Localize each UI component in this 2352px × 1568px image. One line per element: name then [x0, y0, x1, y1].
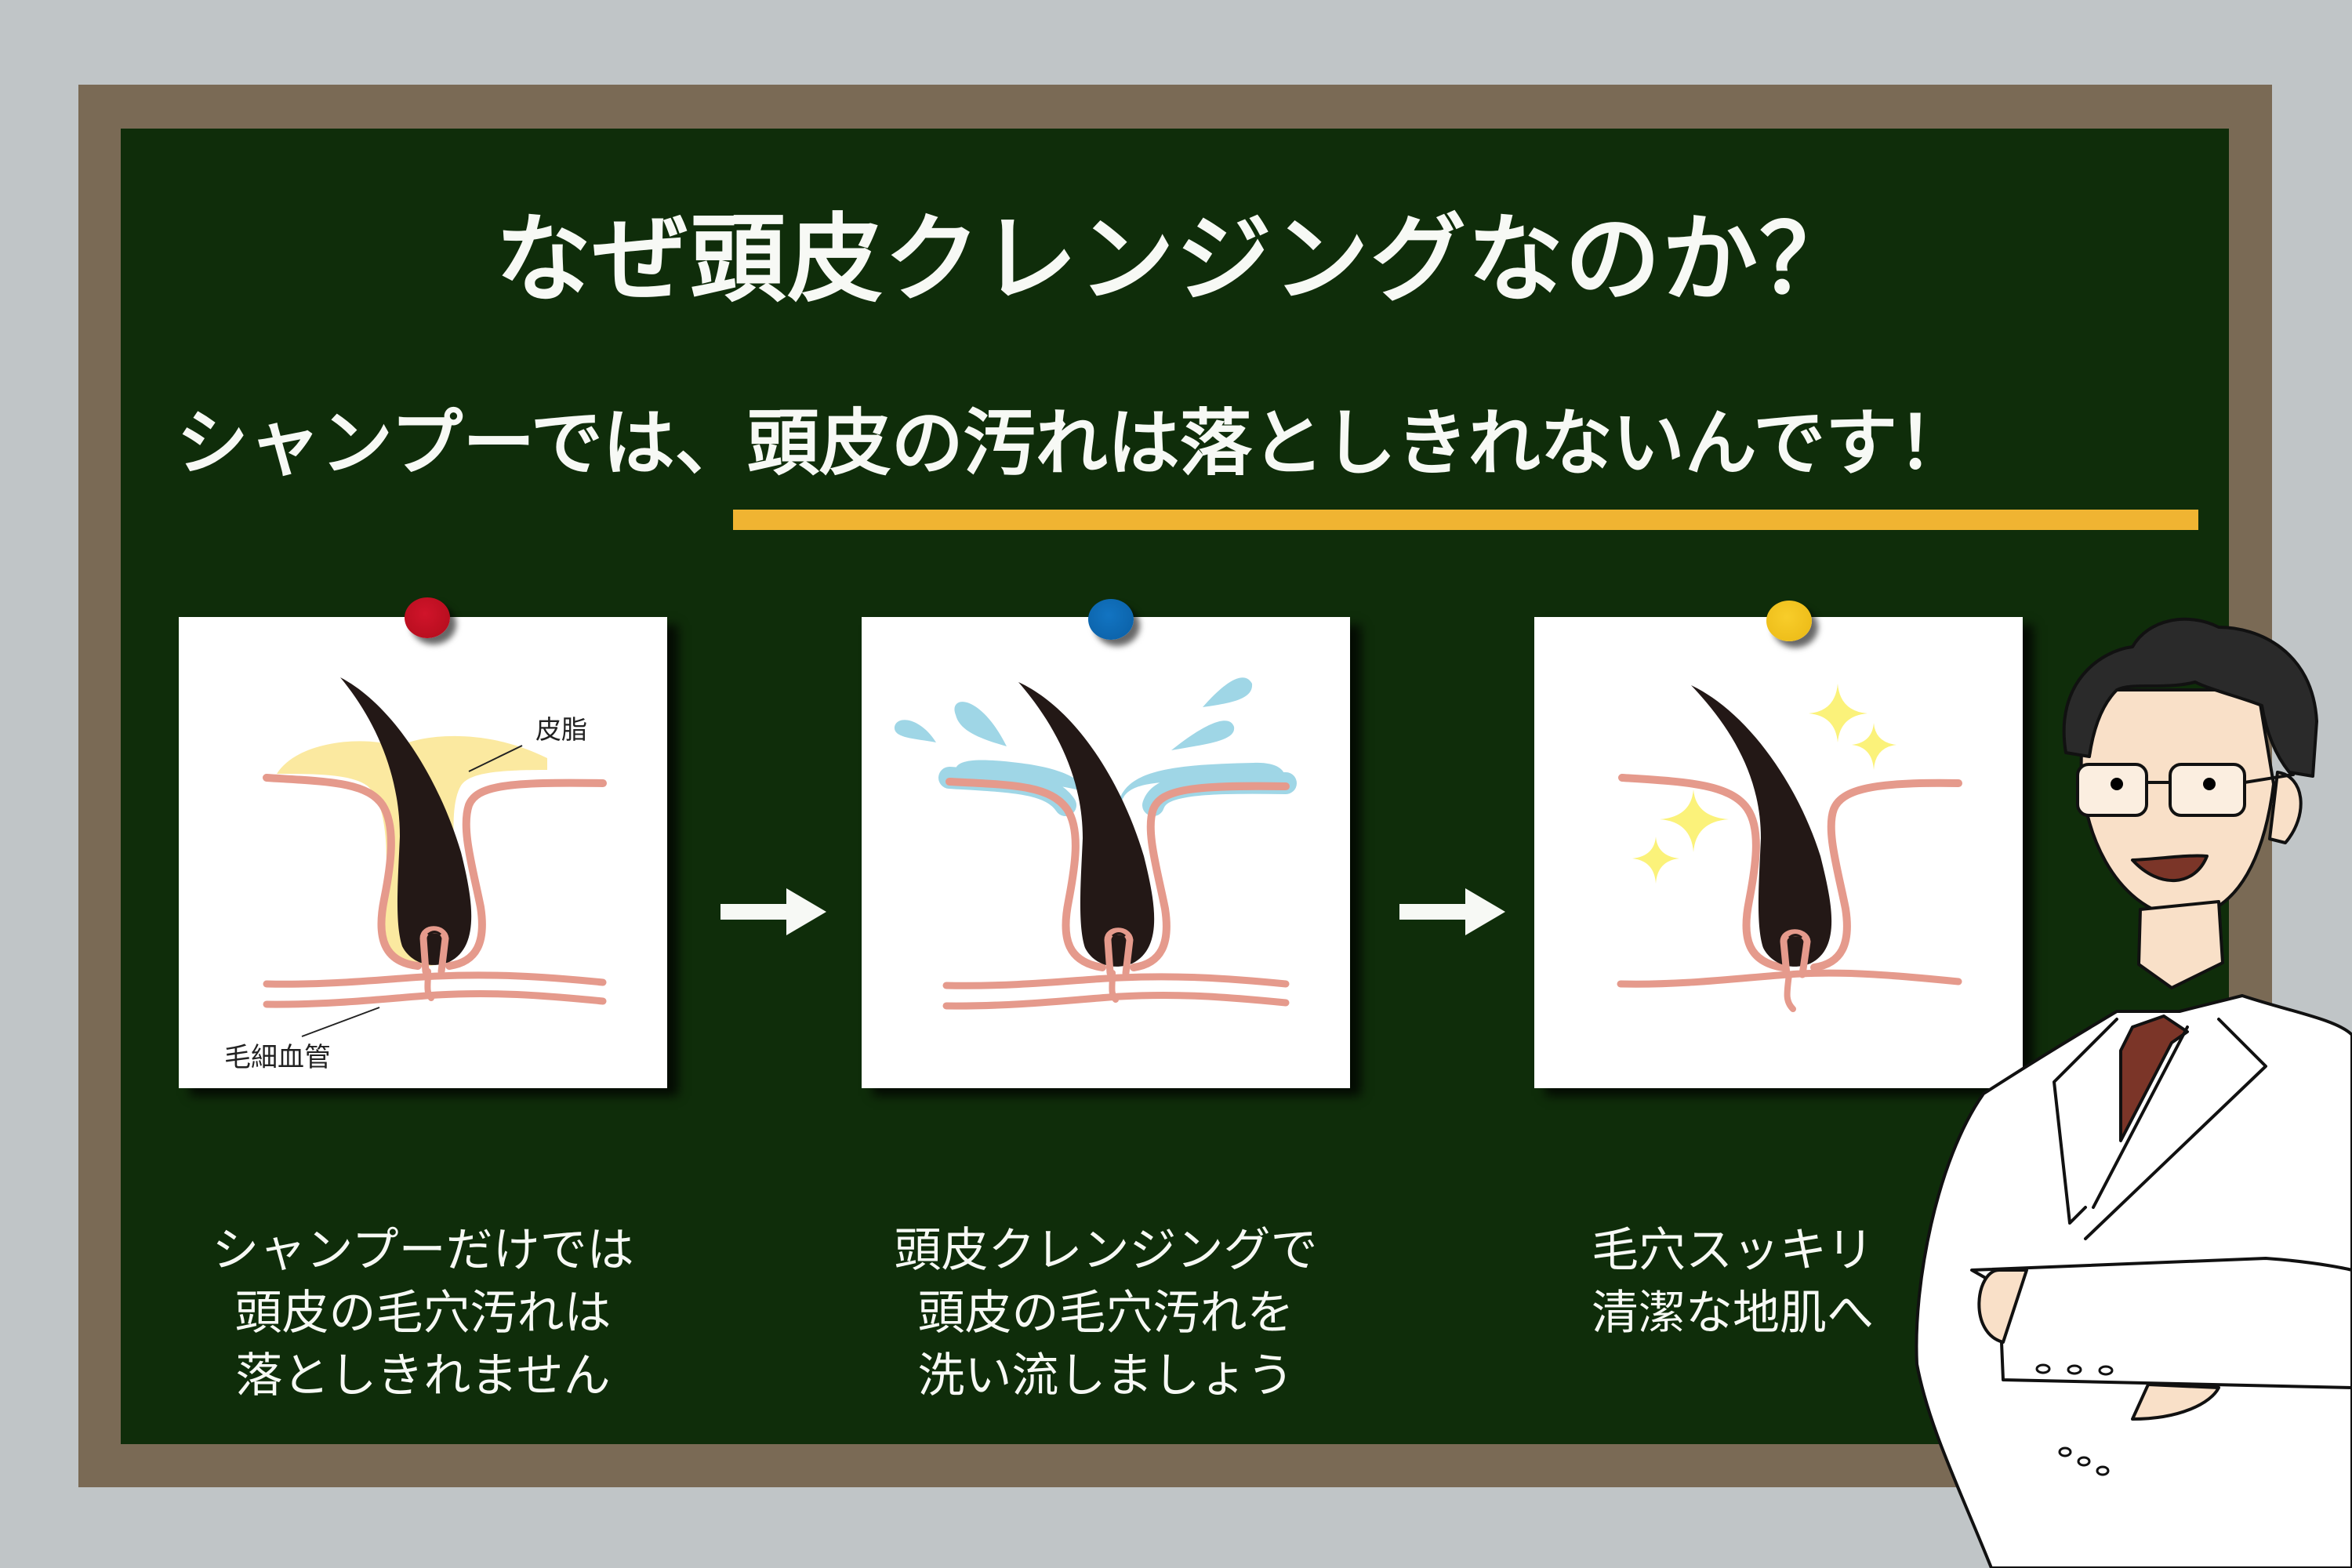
caption-after: 毛穴スッキリ 清潔な地肌へ [1592, 1219, 1936, 1345]
capillary-label: 毛細血管 [224, 1042, 331, 1073]
caption-line: 清潔な地肌へ [1592, 1286, 1874, 1341]
hair-follicle-clean-diagram [1617, 684, 1962, 1012]
caption-line: 毛穴スッキリ [1592, 1223, 1874, 1278]
doctor-character [1915, 617, 2352, 1568]
diagram-card-cleansing [862, 617, 1350, 1088]
highlight-underline [733, 510, 2198, 530]
pin-red-icon [405, 597, 450, 638]
arrow-right-icon [720, 888, 826, 935]
caption-before: シャンプーだけでは 頭皮の毛穴汚れは 落としきれません [179, 1219, 667, 1407]
caption-cleansing: 頭皮クレンジングで 頭皮の毛穴汚れを 洗い流しましょう [862, 1219, 1350, 1407]
sparkle-icon [1632, 684, 1896, 884]
diagram-card-before: 皮脂 毛細血管 [179, 617, 667, 1088]
caption-line: 頭皮クレンジングで [894, 1223, 1318, 1278]
caption-line: 頭皮の毛穴汚れは [234, 1286, 612, 1341]
subtitle-plain: シャンプーでは、 [176, 401, 747, 485]
page-title: なぜ頭皮クレンジングなのか？ [495, 204, 1857, 315]
sebum-label: 皮脂 [535, 714, 587, 745]
caption-line: 落としきれません [235, 1348, 611, 1403]
caption-line: シャンプーだけでは [212, 1223, 634, 1278]
subtitle-highlight: 頭皮の汚れは落としきれないんです！ [746, 401, 1970, 485]
caption-line: 洗い流しましょう [917, 1348, 1294, 1403]
pin-blue-icon [1088, 599, 1134, 640]
caption-line: 頭皮の毛穴汚れを [917, 1286, 1294, 1341]
hair-follicle-sebum-diagram: 皮脂 毛細血管 [224, 677, 607, 1073]
hair-follicle-water-diagram [894, 677, 1297, 1010]
pin-yellow-icon [1766, 601, 1812, 641]
diagram-card-after [1534, 617, 2023, 1088]
arrow-right-icon [1399, 888, 1505, 935]
subtitle: シャンプーでは、頭皮の汚れは落としきれないんです！ [176, 408, 1969, 480]
